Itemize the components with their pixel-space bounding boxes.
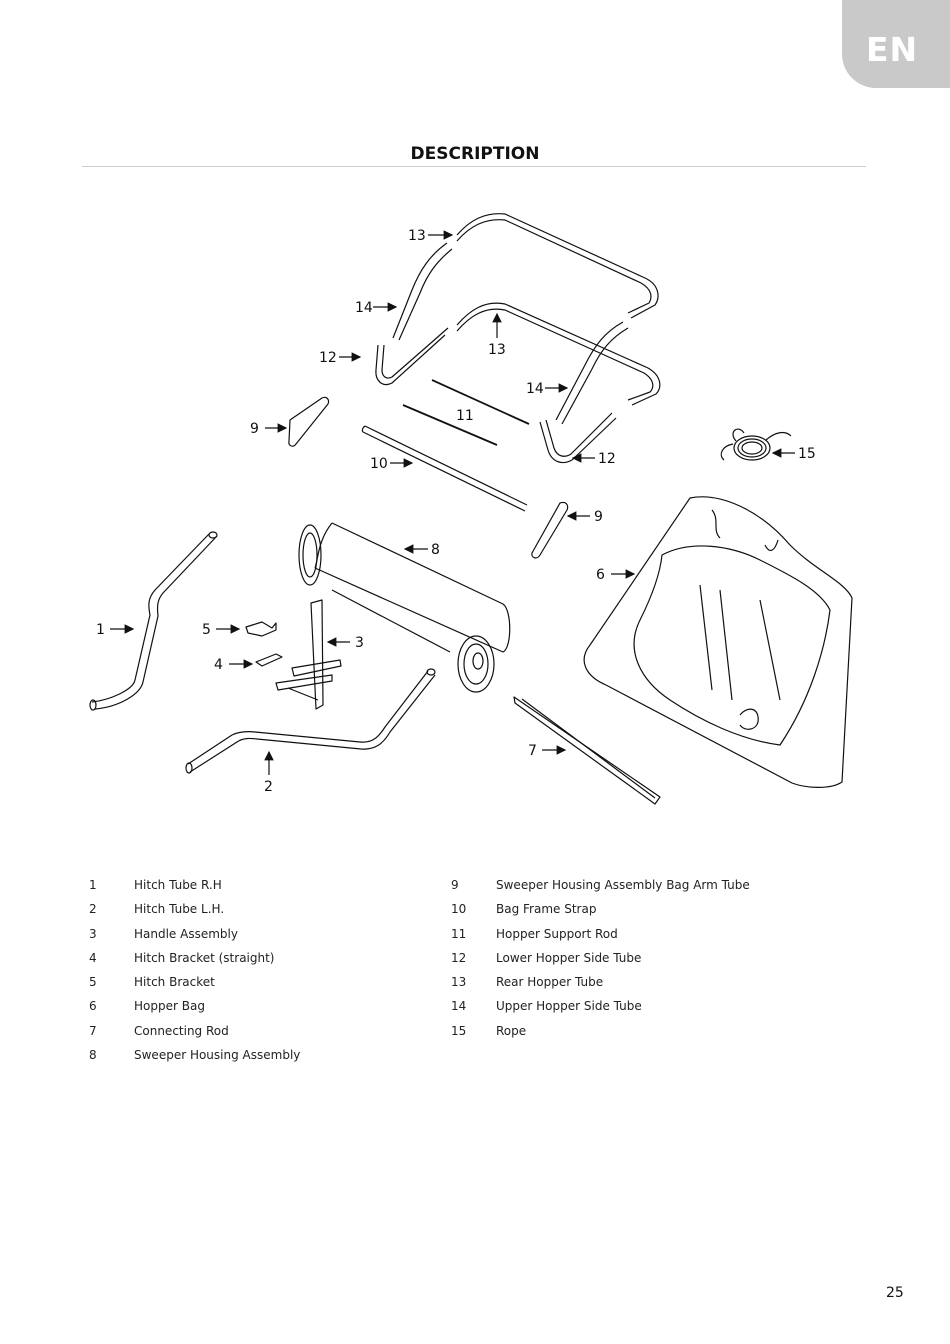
part-number: 10 [451,902,467,917]
callout-13a: 13 [408,228,426,244]
part-name: Sweeper Housing Assembly [134,1048,301,1063]
hitch-tube-lh [185,668,436,774]
list-item: 15 Rope [451,1024,750,1048]
callout-labels: 13 14 13 12 14 11 9 10 12 15 9 8 6 1 5 3… [96,228,816,795]
part-number: 3 [89,926,97,941]
list-item: 8 Sweeper Housing Assembly [89,1048,300,1072]
part-name: Connecting Rod [134,1023,229,1038]
list-item: 1 Hitch Tube R.H [89,878,300,902]
part-name: Hitch Bracket (straight) [134,950,275,965]
rear-hopper-tube-upper [456,213,659,319]
lower-hopper-side-tube-left [375,327,449,386]
callout-3: 3 [355,635,364,651]
part-number: 9 [451,878,459,892]
sweeper-housing [298,522,511,693]
callout-7: 7 [528,743,537,759]
upper-hopper-side-tube-right [555,321,629,425]
part-number: 2 [89,902,97,917]
part-name: Rope [496,1023,527,1038]
callout-9a: 9 [250,421,259,437]
part-name: Bag Frame Strap [496,902,597,917]
bag-arm-tube-left [288,396,330,447]
part-name: Lower Hopper Side Tube [496,950,642,965]
part-number: 5 [89,975,97,990]
page-number: 25 [886,1285,904,1301]
part-number: 14 [451,999,467,1014]
part-name: Upper Hopper Side Tube [496,999,642,1014]
callout-14a: 14 [355,300,373,316]
list-item: 13 Rear Hopper Tube [451,975,750,999]
callout-12a: 12 [319,350,337,366]
part-number: 11 [451,926,467,941]
hopper-support-rods [402,379,530,446]
callout-2: 2 [264,779,273,795]
callout-14b: 14 [526,381,544,397]
connecting-rod [513,696,661,805]
callout-10: 10 [370,456,388,472]
callout-1: 1 [96,622,105,638]
list-item: 10 Bag Frame Strap [451,902,750,926]
part-number: 15 [451,1023,467,1038]
list-item: 6 Hopper Bag [89,999,300,1023]
list-item: 5 Hitch Bracket [89,975,300,999]
part-number: 1 [89,878,97,892]
part-name: Hopper Bag [134,999,205,1014]
part-number: 13 [451,975,467,990]
part-number: 6 [89,999,97,1014]
list-item: 9 Sweeper Housing Assembly Bag Arm Tube [451,878,750,902]
list-item: 11 Hopper Support Rod [451,927,750,951]
bag-frame-strap [361,425,528,512]
list-item: 14 Upper Hopper Side Tube [451,999,750,1023]
part-number: 7 [89,1023,97,1038]
part-name: Hitch Bracket [134,975,215,990]
title-divider [82,166,866,167]
hitch-bracket [245,621,277,637]
part-number: 4 [89,950,97,965]
rope-coil [720,428,792,461]
part-number: 8 [89,1048,97,1063]
parts-list-left: 1 Hitch Tube R.H 2 Hitch Tube L.H. 3 Handle… [89,878,300,1072]
language-label: EN [866,30,919,69]
hitch-tube-rh [89,531,218,711]
list-item: 2 Hitch Tube L.H. [89,902,300,926]
callout-6: 6 [596,567,605,583]
callout-9b: 9 [594,509,603,525]
page-title: DESCRIPTION [410,144,540,164]
list-item: 3 Handle Assembly [89,927,300,951]
part-name: Hitch Tube L.H. [134,902,225,917]
rear-hopper-tube-lower [456,302,661,406]
list-item: 4 Hitch Bracket (straight) [89,951,300,975]
part-name: Handle Assembly [134,926,238,941]
language-tab: EN [842,0,950,88]
callout-13b: 13 [488,342,506,358]
bag-arm-tube-right [531,501,569,559]
list-item: 7 Connecting Rod [89,1024,300,1048]
callout-12b: 12 [598,451,616,467]
parts-list-right: 9 Sweeper Housing Assembly Bag Arm Tube 1… [451,878,750,1048]
part-number: 12 [451,950,467,965]
hopper-bag [583,496,853,788]
callout-15: 15 [798,446,816,462]
part-name: Hitch Tube R.H [134,878,222,892]
callout-8: 8 [431,542,440,558]
handle-assembly [275,599,342,710]
list-item: 12 Lower Hopper Side Tube [451,951,750,975]
hitch-bracket-straight [255,653,283,667]
part-name: Sweeper Housing Assembly Bag Arm Tube [496,878,750,892]
part-name: Hopper Support Rod [496,926,618,941]
callout-11: 11 [456,408,474,424]
upper-hopper-side-tube-left [392,242,453,341]
callout-5: 5 [202,622,211,638]
exploded-parts-diagram: 13 14 13 12 14 11 9 10 12 15 9 8 6 1 5 3… [89,213,853,805]
callout-4: 4 [214,657,223,673]
part-name: Rear Hopper Tube [496,975,604,990]
